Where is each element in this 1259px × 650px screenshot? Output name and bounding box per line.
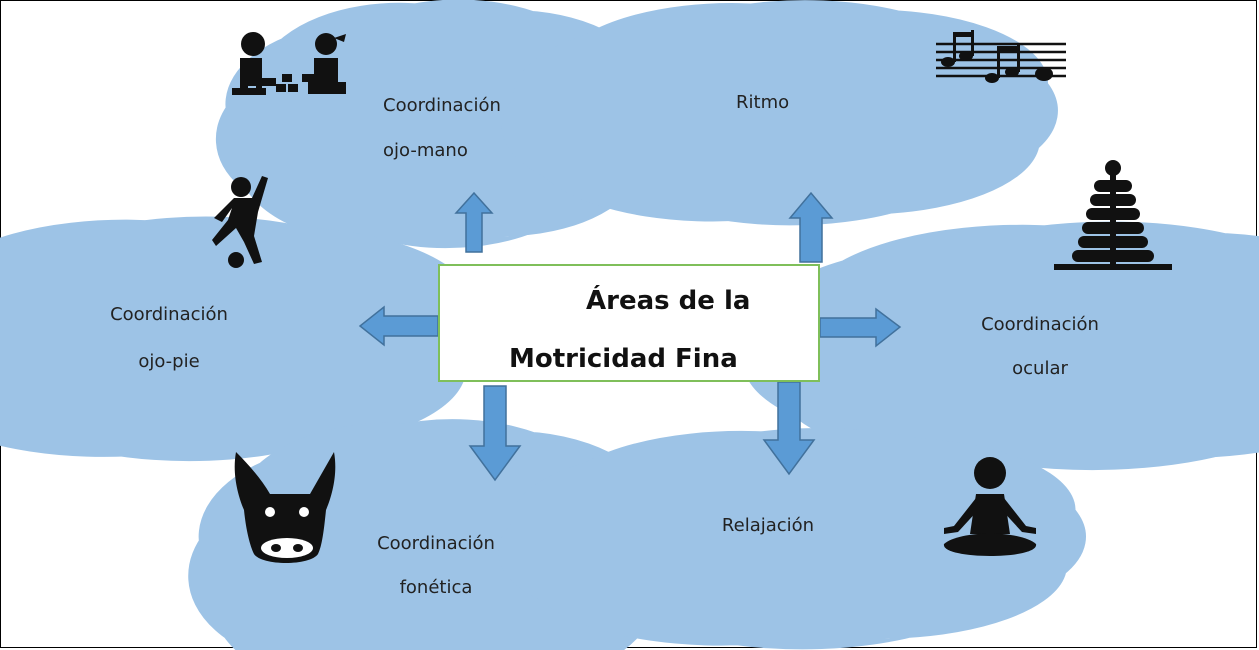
area-label-fonetica-line2: fonética (399, 577, 473, 598)
central-title-line1: Áreas de la (586, 286, 751, 316)
arrow-up-ojo-mano (454, 191, 494, 253)
arrow-up-ritmo (788, 191, 834, 263)
area-label-ojo-pie-line1: Coordinación (110, 304, 228, 325)
area-label-fonetica-line1: Coordinación (377, 533, 495, 554)
cloud-ojo-pie (25, 279, 331, 398)
children-playing-blocks-icon (232, 32, 346, 95)
ring-stacking-tower-icon (1054, 160, 1172, 270)
area-label-ocular-line1: Coordinación (981, 314, 1099, 335)
soccer-player-icon (212, 176, 268, 268)
area-label-ojo-mano-line1: Coordinación (383, 95, 501, 116)
area-label-ojo-pie-line2: ojo-pie (138, 351, 200, 372)
area-label-relajacion: Relajación (721, 515, 815, 536)
area-label-ojo-mano-line2: ojo-mano (383, 140, 468, 161)
central-concept-box (438, 264, 820, 382)
area-label-ritmo: Ritmo (736, 92, 790, 113)
donkey-face-icon (234, 452, 336, 563)
arrow-left-ojo-pie (358, 305, 439, 347)
arrow-down-fonetica (468, 385, 522, 482)
cloud-relajacion (646, 485, 938, 592)
music-notes-icon (936, 30, 1066, 83)
cloud-ocular (913, 286, 1248, 407)
arrow-right-ocular (819, 307, 902, 348)
central-title-line2: Motricidad Fina (509, 344, 738, 374)
arrow-down-relajacion (762, 381, 816, 476)
area-label-ocular-line2: ocular (1012, 358, 1068, 379)
meditation-person-icon (943, 457, 1037, 556)
